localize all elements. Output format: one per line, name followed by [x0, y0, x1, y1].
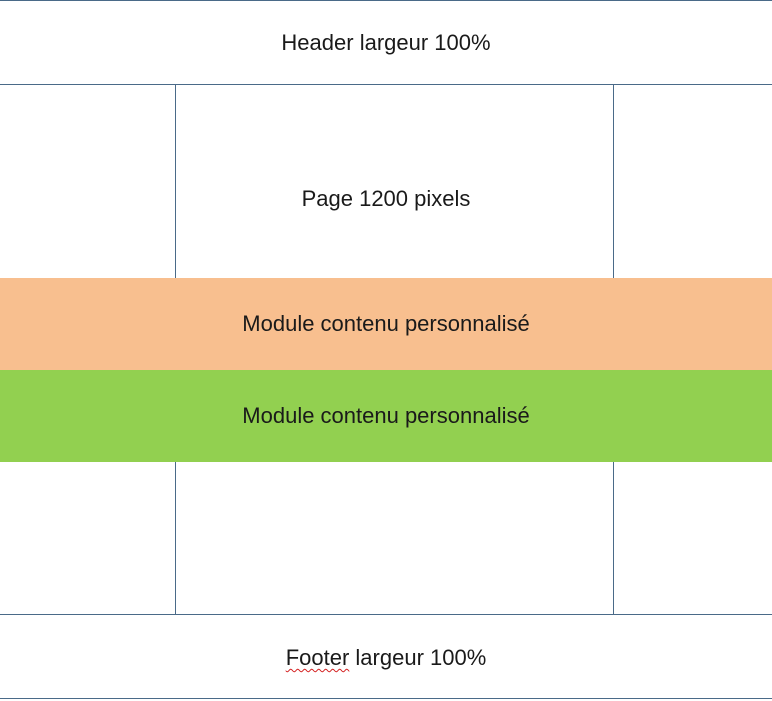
module-label: Module contenu personnalisé [242, 403, 530, 428]
module-band-green: Module contenu personnalisé [0, 370, 772, 462]
footer-rest: largeur 100% [349, 645, 487, 670]
page-label: Page 1200 pixels [301, 186, 471, 211]
module-band-orange: Module contenu personnalisé [0, 278, 772, 370]
page-right-border-top [613, 84, 614, 278]
header-bottom-border [0, 84, 772, 85]
page-right-border-bottom [613, 462, 614, 615]
page-left-border-bottom [175, 462, 176, 615]
header-top-border [0, 0, 772, 1]
footer-word: Footer [285, 645, 350, 670]
page-left-border-top [175, 84, 176, 278]
module-label: Module contenu personnalisé [242, 311, 530, 336]
footer-label: Footer largeur 100% [0, 643, 772, 673]
header-label: Header largeur 100% [281, 30, 491, 55]
footer-top-border [0, 614, 772, 615]
footer-bottom-border [0, 698, 772, 699]
